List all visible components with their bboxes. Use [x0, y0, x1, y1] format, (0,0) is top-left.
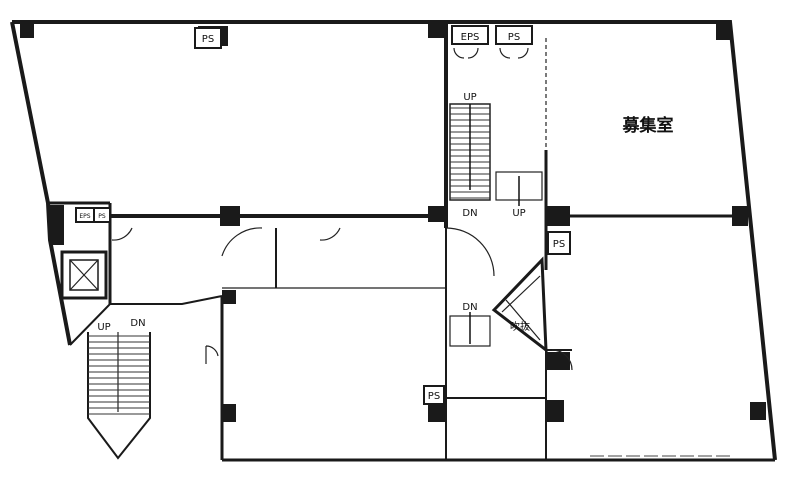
west-angled-wall [10, 21, 72, 346]
void-cross [501, 275, 541, 313]
elevator [60, 250, 108, 300]
ps-box-south [423, 385, 445, 405]
elevator-car [69, 259, 99, 291]
eps-label-west: EPS [79, 213, 90, 220]
column [220, 206, 240, 226]
ps-box-east [547, 231, 571, 255]
column [732, 206, 748, 226]
column [546, 352, 570, 370]
door-swing [111, 227, 133, 241]
main-stair: UP DN UP [445, 92, 543, 277]
ps-doors [499, 47, 529, 59]
ps-label-north-east: PS [508, 32, 520, 43]
west-stair-up-label: UP [97, 322, 110, 333]
stair-up-label: UP [463, 92, 476, 103]
ps-label-north: PS [202, 34, 214, 45]
door-swing [221, 227, 263, 257]
ps-box-west [93, 207, 111, 223]
elevator-shaft [60, 250, 108, 300]
stair-up-label-2: UP [512, 208, 525, 219]
elevator-cross [69, 259, 99, 291]
door-swing [551, 349, 573, 371]
column [222, 404, 236, 422]
ps-label-south: PS [428, 391, 440, 402]
west-stair-treads [88, 335, 150, 415]
core-column [50, 205, 64, 245]
column [428, 404, 446, 422]
ps-label-west: PS [98, 213, 106, 220]
west-stair-outline [87, 332, 151, 460]
column [716, 24, 730, 40]
column [546, 206, 570, 226]
column [750, 402, 766, 420]
eps-box-north [451, 25, 489, 45]
eps-label-north: EPS [461, 32, 480, 43]
void-outline [491, 256, 548, 354]
shafts: PS EPS PS PS PS EPS PS [75, 25, 571, 405]
column [546, 400, 564, 422]
doors [111, 47, 573, 371]
lower-stair-dn-label: DN [462, 302, 477, 313]
room-label-vacant: 募集室 [622, 115, 674, 136]
stair-landing-wall [69, 295, 223, 346]
column [222, 290, 236, 304]
eps-doors [453, 47, 479, 59]
door-swing [319, 227, 341, 241]
lower-stair: DN 吹抜 [449, 256, 548, 354]
column [428, 24, 444, 38]
column [428, 206, 444, 222]
columns [20, 24, 766, 422]
column [20, 24, 34, 38]
east-angled-wall [446, 20, 777, 461]
ps-box-north [194, 27, 222, 49]
west-stair-dn-label: DN [130, 318, 145, 329]
ps-box-north-east [495, 25, 533, 45]
door-swing [445, 227, 495, 277]
void-label: 吹抜 [510, 320, 530, 333]
west-stair: UP DN [87, 318, 151, 460]
void-cross [505, 299, 541, 341]
ps-label-east: PS [553, 239, 565, 250]
door-swing [205, 345, 219, 364]
outer-walls [10, 20, 777, 462]
stair-dn-label: DN [462, 208, 477, 219]
